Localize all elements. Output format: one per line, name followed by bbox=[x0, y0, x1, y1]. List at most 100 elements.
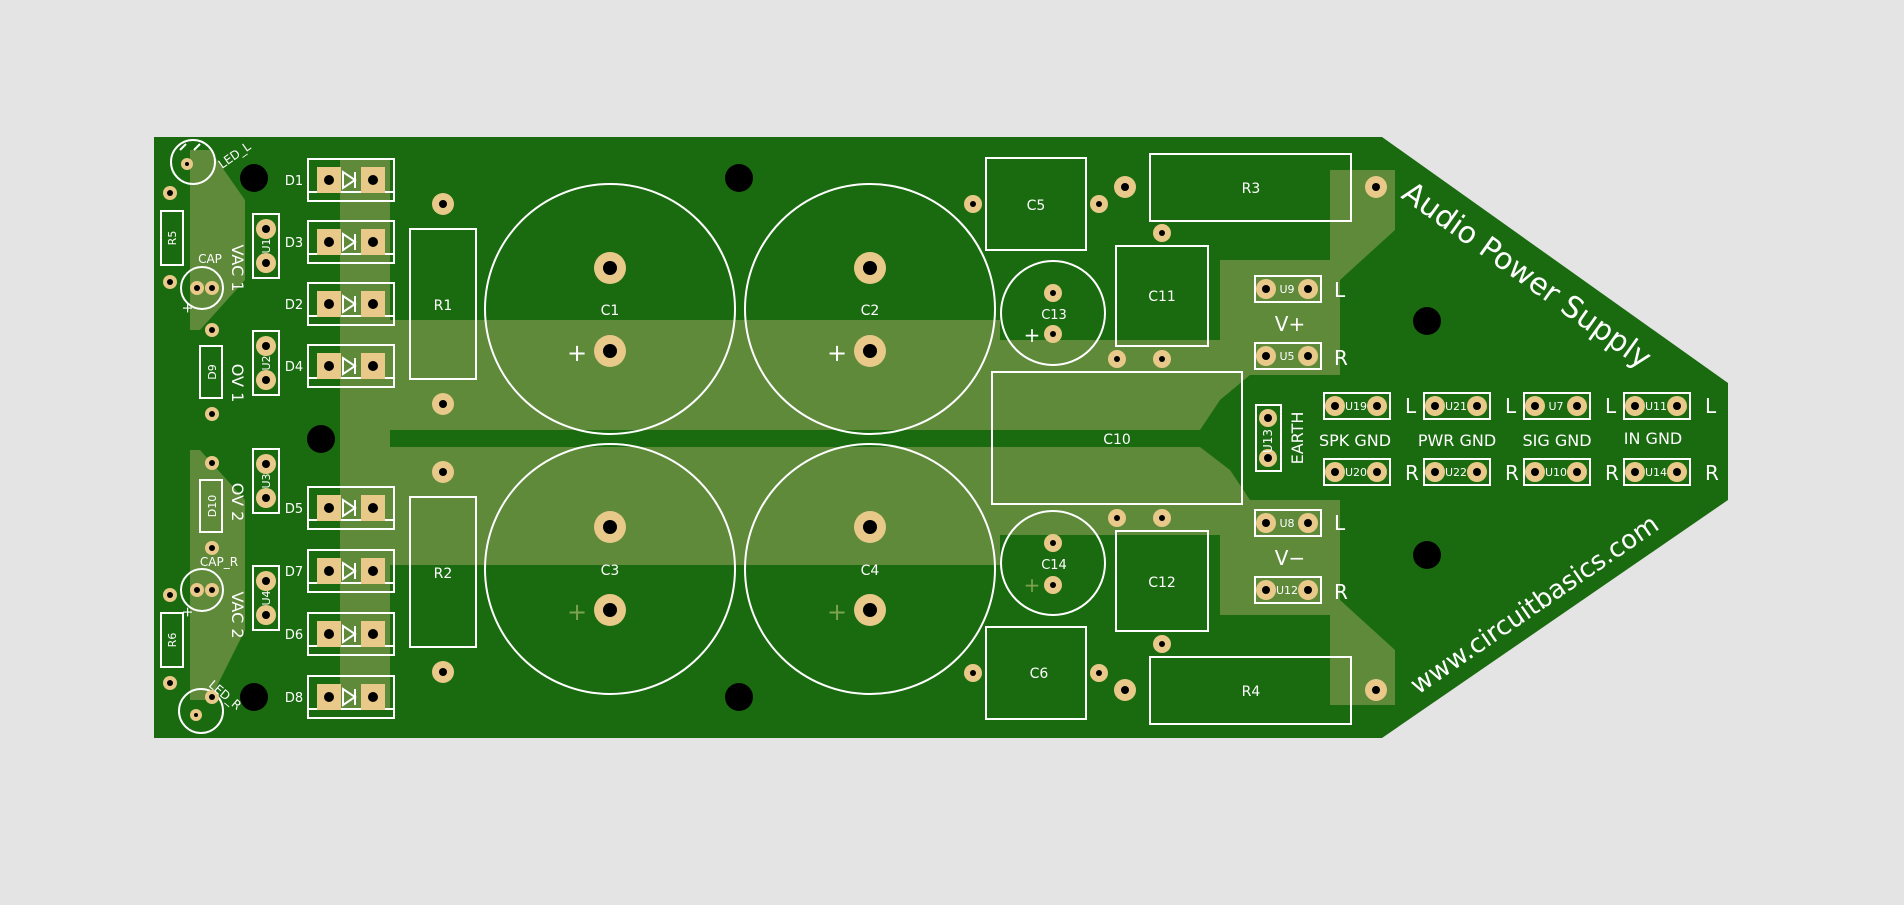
c2-label: C2 bbox=[861, 303, 880, 319]
diode-d3: D3 bbox=[285, 220, 395, 264]
capacitor-c3: C3 + bbox=[484, 443, 736, 695]
terminal-u8: U8 bbox=[1254, 509, 1322, 537]
diode-d8: D8 bbox=[285, 675, 395, 719]
diode-d4: D4 bbox=[285, 344, 395, 388]
u12-label: U12 bbox=[1276, 584, 1298, 597]
vplus-label: V+ bbox=[1275, 312, 1305, 336]
u2-label: U2 bbox=[260, 355, 273, 370]
c5-label: C5 bbox=[1027, 198, 1046, 214]
polarity-plus: + bbox=[1024, 323, 1041, 347]
mounting-hole bbox=[240, 683, 268, 711]
d4-label: D4 bbox=[285, 360, 303, 375]
terminal-u5: U5 bbox=[1254, 342, 1322, 370]
capacitor-c4: C4 + bbox=[744, 443, 996, 695]
resistor-r1: R1 bbox=[409, 193, 477, 415]
polarity-plus: + bbox=[180, 606, 196, 618]
polarity-plus: + bbox=[827, 598, 847, 626]
capacitor-c2: C2 + bbox=[744, 183, 996, 435]
c12-label: C12 bbox=[1148, 575, 1176, 591]
polarity-plus: + bbox=[1024, 573, 1041, 597]
terminal-u12: U12 bbox=[1254, 576, 1322, 604]
sig-gnd-label: SIG GND bbox=[1522, 431, 1591, 450]
c1-label: C1 bbox=[601, 303, 620, 319]
c6-label: C6 bbox=[1030, 666, 1049, 682]
gnd-l-label: L bbox=[1405, 394, 1417, 418]
r6-label: R6 bbox=[166, 633, 179, 648]
d3-label: D3 bbox=[285, 236, 303, 251]
gnd-l-label: L bbox=[1505, 394, 1517, 418]
gnd-r-label: R bbox=[1605, 461, 1619, 485]
u9-side-label: L bbox=[1334, 278, 1346, 302]
d9-label: D9 bbox=[206, 364, 219, 379]
terminal-u10: U10 bbox=[1523, 458, 1591, 486]
connector-u2: U2 bbox=[252, 330, 280, 396]
u9-label: U9 bbox=[1279, 283, 1294, 296]
gnd-r-label: R bbox=[1405, 461, 1419, 485]
mounting-hole bbox=[307, 425, 335, 453]
terminal-u14: U14 bbox=[1623, 458, 1691, 486]
diode-d5: D5 bbox=[285, 486, 395, 530]
u5-side-label: R bbox=[1334, 346, 1348, 370]
cap-top-label: CAP bbox=[198, 252, 222, 266]
diode-d10: D10 bbox=[199, 456, 223, 555]
mounting-holes bbox=[240, 164, 1441, 711]
u20-label: U20 bbox=[1345, 466, 1367, 479]
u8-side-label: L bbox=[1334, 511, 1346, 535]
u13-label: U13 bbox=[1261, 429, 1275, 453]
diode-d7: D7 bbox=[285, 549, 395, 593]
u8-label: U8 bbox=[1279, 517, 1294, 530]
ov2-label: OV 2 bbox=[228, 483, 247, 522]
vac2-label: VAC 2 bbox=[228, 591, 247, 638]
gnd-r-label: R bbox=[1705, 461, 1719, 485]
connector-u1: U1 bbox=[252, 213, 280, 279]
u21-label: U21 bbox=[1445, 400, 1467, 413]
d2-label: D2 bbox=[285, 298, 303, 313]
cap-r-label: CAP_R bbox=[200, 555, 238, 569]
gnd-l-label: L bbox=[1605, 394, 1617, 418]
r2-label: R2 bbox=[434, 566, 453, 582]
diode-d9: D9 bbox=[199, 345, 223, 421]
u19-label: U19 bbox=[1345, 400, 1367, 413]
d7-label: D7 bbox=[285, 565, 303, 580]
terminal-u9: U9 bbox=[1254, 275, 1322, 303]
mounting-hole bbox=[725, 683, 753, 711]
d8-label: D8 bbox=[285, 691, 303, 706]
u1-label: U1 bbox=[260, 238, 273, 253]
cap-r: CAP_R + bbox=[180, 555, 238, 618]
c10-label: C10 bbox=[1103, 432, 1131, 448]
mounting-hole bbox=[1413, 541, 1441, 569]
d1-label: D1 bbox=[285, 174, 303, 189]
earth-label: EARTH bbox=[1288, 412, 1307, 465]
u4-label: U4 bbox=[260, 590, 273, 605]
d10-label: D10 bbox=[206, 495, 219, 517]
terminal-u19: U19 bbox=[1323, 392, 1391, 420]
r5-label: R5 bbox=[166, 231, 179, 246]
diode-d2: D2 bbox=[285, 282, 395, 326]
capacitor-c12: C12 bbox=[1108, 509, 1209, 653]
resistor-r4: R4 bbox=[1114, 656, 1387, 725]
u3-label: U3 bbox=[260, 473, 273, 488]
vac1-label: VAC 1 bbox=[228, 244, 247, 291]
terminal-u21: U21 bbox=[1423, 392, 1491, 420]
u7-label: U7 bbox=[1548, 400, 1563, 413]
r1-label: R1 bbox=[434, 298, 453, 314]
r3-label: R3 bbox=[1242, 181, 1261, 197]
in-gnd-label: IN GND bbox=[1624, 429, 1682, 448]
u14-label: U14 bbox=[1645, 466, 1667, 479]
vminus-label: V− bbox=[1275, 546, 1305, 570]
capacitor-c5: C5 bbox=[964, 157, 1108, 251]
ov1-label: OV 1 bbox=[228, 364, 247, 403]
terminal-u11: U11 bbox=[1623, 392, 1691, 420]
diode-d6: D6 bbox=[285, 612, 395, 656]
resistor-r6: R6 bbox=[160, 588, 184, 690]
c11-label: C11 bbox=[1148, 289, 1176, 305]
capacitor-c6: C6 bbox=[964, 626, 1108, 720]
u11-label: U11 bbox=[1645, 400, 1667, 413]
terminal-u20: U20 bbox=[1323, 458, 1391, 486]
u5-label: U5 bbox=[1279, 350, 1294, 363]
